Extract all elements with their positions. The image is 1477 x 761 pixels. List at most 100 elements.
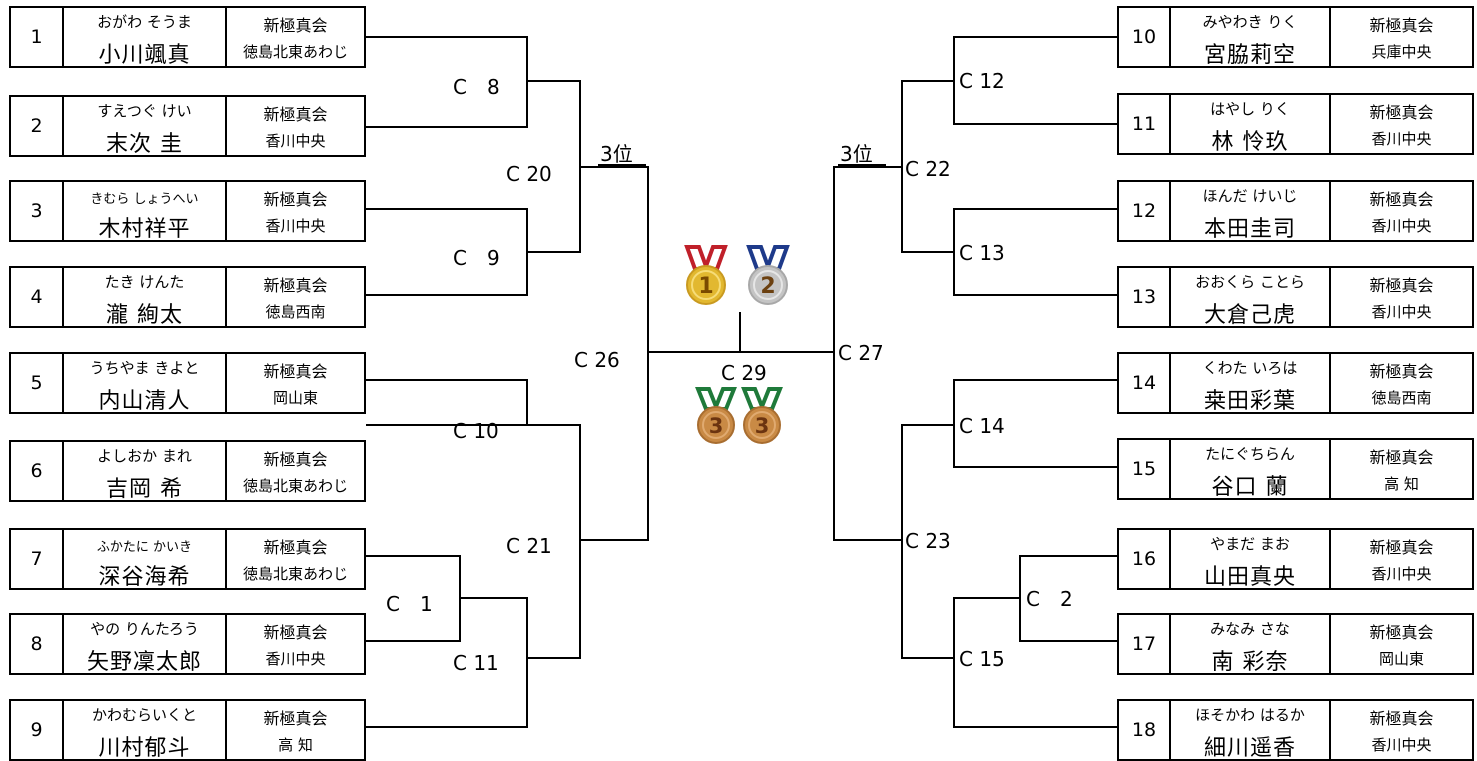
match-label-c23: C 23 <box>905 529 951 553</box>
entry-name: 小川颯真 <box>98 43 191 66</box>
entry-reading: くわた いろは <box>1202 359 1298 377</box>
match-label-c22: C 22 <box>905 157 951 181</box>
medal-number: 3 <box>755 414 770 438</box>
entry-branch: 岡山東 <box>1378 650 1424 668</box>
entry-club: 新極真会 <box>1369 538 1434 557</box>
entry-name: 林 怜玖 <box>1211 130 1289 153</box>
third-place-left: 3位 <box>600 142 633 166</box>
entry-box: 16 やまだ まお山田真央 新極真会香川中央 <box>1117 528 1474 590</box>
entry-seed: 8 <box>11 615 64 673</box>
match-label-c21: C 21 <box>506 534 552 558</box>
entry-reading: みなみ さな <box>1210 620 1290 638</box>
match-label-c9: C 9 <box>453 246 500 270</box>
entry-seed: 6 <box>11 442 64 500</box>
line-3-4 <box>366 208 528 296</box>
match-label-c27: C 27 <box>838 341 884 365</box>
entry-box: 14 くわた いろは桒田彩葉 新極真会徳島西南 <box>1117 352 1474 414</box>
match-label-c14: C 14 <box>959 414 1005 438</box>
entry-reading: ふかたに かいき <box>96 540 193 555</box>
entry-box: 6 よしおか まれ吉岡 希 新極真会徳島北東あわじ <box>9 440 366 502</box>
entry-branch: 香川中央 <box>265 217 326 235</box>
entry-seed: 18 <box>1119 701 1171 759</box>
entry-club: 新極真会 <box>1369 709 1434 728</box>
match-label-c12: C 12 <box>959 69 1005 93</box>
medal-number: 1 <box>698 274 713 299</box>
entry-reading: やまだ まお <box>1210 535 1290 553</box>
entry-reading: ほそかわ はるか <box>1195 706 1305 724</box>
entry-club: 新極真会 <box>1369 623 1434 642</box>
entry-reading: ほんだ けいじ <box>1202 187 1298 205</box>
entry-branch: 徳島北東あわじ <box>242 477 348 495</box>
entry-name: 瀧 絢太 <box>106 303 183 326</box>
entry-box: 5 うちやま きよと内山清人 新極真会岡山東 <box>9 352 366 414</box>
line-c10-c11 <box>527 424 581 659</box>
entry-box: 1 おがわ そうま小川颯真 新極真会徳島北東あわじ <box>9 6 366 68</box>
match-label-c2: C 2 <box>1026 587 1073 611</box>
entry-name: 桒田彩葉 <box>1203 389 1296 412</box>
entry-club: 新極真会 <box>1369 103 1434 122</box>
entry-name: 本田圭司 <box>1203 217 1296 240</box>
match-label-c29: C 29 <box>721 361 767 385</box>
entry-branch: 香川中央 <box>265 650 326 668</box>
third-place-right: 3位 <box>840 142 873 166</box>
entry-branch: 徳島西南 <box>1371 389 1432 407</box>
entry-name: 木村祥平 <box>98 217 191 240</box>
entry-seed: 4 <box>11 268 64 326</box>
entry-seed: 11 <box>1119 95 1171 153</box>
entry-name: 南 彩奈 <box>1211 650 1289 673</box>
entry-name: 川村郁斗 <box>98 736 191 759</box>
entry-name: 末次 圭 <box>106 132 183 155</box>
entry-club: 新極真会 <box>263 538 328 557</box>
entry-club: 新極真会 <box>263 190 328 209</box>
entry-seed: 10 <box>1119 8 1171 66</box>
entry-name: 内山清人 <box>98 389 191 412</box>
match-label-c10: C 10 <box>453 419 499 443</box>
match-label-c20: C 20 <box>506 162 552 186</box>
line-5-6 <box>366 379 528 426</box>
line-14-15 <box>953 379 1117 468</box>
match-label-c8: C 8 <box>453 75 500 99</box>
line-c14-c15 <box>901 424 954 659</box>
entry-branch: 香川中央 <box>1371 217 1432 235</box>
entry-seed: 12 <box>1119 182 1171 240</box>
entry-seed: 13 <box>1119 268 1171 326</box>
entry-reading: たにぐちらん <box>1205 445 1295 463</box>
line-c2-18 <box>953 597 1117 728</box>
entry-branch: 香川中央 <box>1371 565 1432 583</box>
entry-box: 8 やの りんたろう矢野凜太郎 新極真会香川中央 <box>9 613 366 675</box>
entry-seed: 14 <box>1119 354 1171 412</box>
entry-box: 9 かわむらいくと川村郁斗 新極真会高 知 <box>9 699 366 761</box>
entry-box: 18 ほそかわ はるか細川遥香 新極真会香川中央 <box>1117 699 1474 761</box>
entry-name: 深谷海希 <box>98 565 191 588</box>
entry-name: 大倉己虎 <box>1203 303 1296 326</box>
entry-reading: よしおか まれ <box>97 447 192 465</box>
gold-medal-icon: 1 <box>684 245 728 305</box>
entry-reading: すえつぐ けい <box>97 102 192 120</box>
entry-name: 宮脇莉空 <box>1203 43 1296 66</box>
entry-branch: 徳島西南 <box>265 303 326 321</box>
entry-branch: 徳島北東あわじ <box>242 565 348 583</box>
entry-club: 新極真会 <box>263 362 328 381</box>
bronze-medal-icon: 3 <box>741 387 783 444</box>
match-label-c1: C 1 <box>386 592 433 616</box>
entry-seed: 5 <box>11 354 64 412</box>
entry-club: 新極真会 <box>263 276 328 295</box>
entry-club: 新極真会 <box>263 105 328 124</box>
line-c1-9 <box>366 597 528 728</box>
entry-reading: やの りんたろう <box>90 620 199 638</box>
entry-name: 谷口 蘭 <box>1211 475 1289 498</box>
entry-club: 新極真会 <box>1369 448 1434 467</box>
entry-branch: 高 知 <box>278 736 313 754</box>
entry-seed: 15 <box>1119 440 1171 498</box>
entry-seed: 1 <box>11 8 64 66</box>
medal-number: 3 <box>709 414 724 438</box>
silver-medal-icon: 2 <box>746 245 790 305</box>
entry-box: 15 たにぐちらん谷口 蘭 新極真会高 知 <box>1117 438 1474 500</box>
entry-reading: おおくら ことら <box>1195 273 1305 291</box>
entry-branch: 香川中央 <box>1371 736 1432 754</box>
entry-club: 新極真会 <box>263 709 328 728</box>
entry-club: 新極真会 <box>263 16 328 35</box>
entry-club: 新極真会 <box>1369 190 1434 209</box>
line-1-2 <box>366 36 528 128</box>
